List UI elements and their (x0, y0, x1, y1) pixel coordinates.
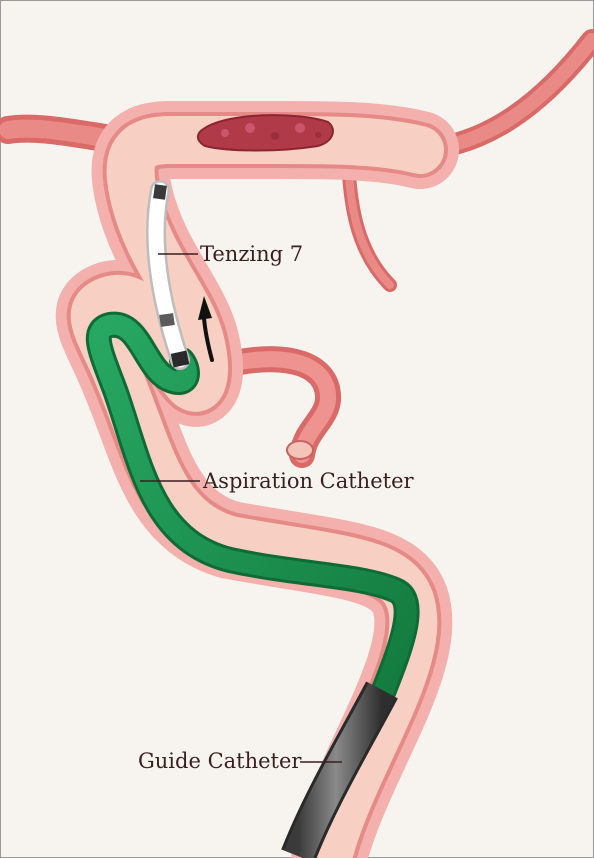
guide-label: Guide Catheter (138, 749, 302, 773)
label-guide: Guide Catheter (138, 749, 342, 773)
tenzing-label: Tenzing 7 (200, 242, 303, 266)
aspiration-label: Aspiration Catheter (202, 469, 415, 493)
